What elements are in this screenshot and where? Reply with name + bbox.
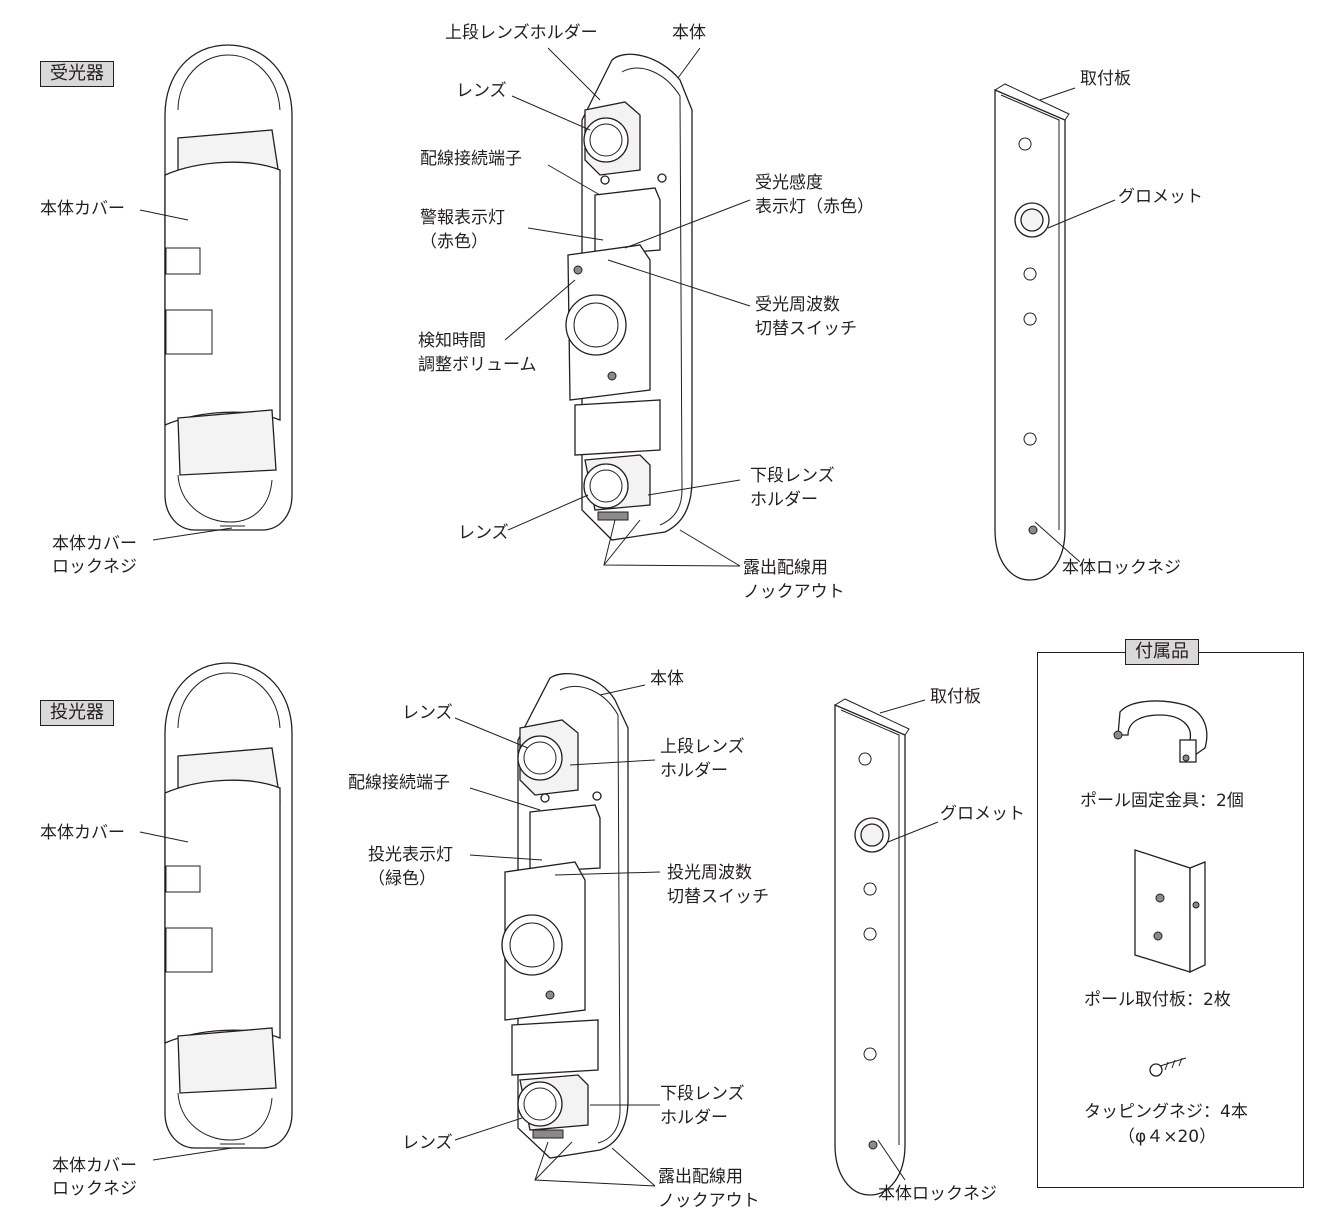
- transmitter-knockout-label-1: 露出配線用: [658, 1167, 743, 1187]
- receiver-detect-time-label-1: 検知時間: [418, 331, 486, 351]
- transmitter-upper-lens-holder-label-1: 上段レンズ: [660, 737, 745, 757]
- receiver-body-label: 本体: [672, 23, 706, 43]
- receiver-body-illustration: [565, 53, 693, 541]
- transmitter-freq-switch-label-2: 切替スイッチ: [667, 887, 769, 907]
- tapping-screw-illustration: [1149, 1057, 1187, 1077]
- receiver-freq-switch-label-2: 切替スイッチ: [755, 319, 857, 339]
- transmitter-upper-lens-holder-label-2: ホルダー: [660, 761, 728, 781]
- receiver-lens-lower-label: レンズ: [458, 523, 509, 543]
- receiver-lower-lens-holder-label-1: 下段レンズ: [750, 466, 835, 486]
- transmitter-tag: 投光器: [40, 700, 114, 726]
- transmitter-body-label: 本体: [650, 669, 684, 689]
- receiver-upper-lens-holder-label: 上段レンズホルダー: [445, 23, 598, 43]
- receiver-lower-lens-holder-label-2: ホルダー: [750, 490, 818, 510]
- receiver-alarm-lamp-label-2: （赤色）: [420, 232, 488, 252]
- transmitter-lens-upper-label: レンズ: [402, 703, 453, 723]
- transmitter-lower-lens-holder-label-2: ホルダー: [660, 1108, 728, 1128]
- transmitter-mounting-plate-label: 取付板: [930, 687, 981, 707]
- receiver-mounting-plate-illustration: [994, 83, 1070, 581]
- receiver-alarm-lamp-label-1: 警報表示灯: [420, 208, 505, 228]
- pole-plate-label: ポール取付板：2枚: [1084, 990, 1231, 1010]
- receiver-wiring-terminal-label: 配線接続端子: [420, 149, 522, 169]
- transmitter-body-illustration: [501, 672, 629, 1159]
- receiver-cover-lock-label-2: ロックネジ: [52, 557, 137, 577]
- transmitter-emit-lamp-label-2: （緑色）: [368, 869, 436, 889]
- transmitter-lock-screw-label: 本体ロックネジ: [878, 1184, 997, 1204]
- receiver-lens-upper-label: レンズ: [456, 81, 507, 101]
- transmitter-knockout-label-2: ノックアウト: [658, 1191, 760, 1211]
- transmitter-emit-lamp-label-1: 投光表示灯: [368, 845, 453, 865]
- transmitter-cover-label: 本体カバー: [40, 823, 125, 843]
- transmitter-cover-illustration: [164, 662, 293, 1149]
- receiver-mounting-plate-label: 取付板: [1080, 69, 1131, 89]
- transmitter-wiring-terminal-label: 配線接続端子: [348, 773, 450, 793]
- transmitter-leader-lines: [139, 684, 939, 1187]
- tapping-screw-label-1: タッピングネジ：4本: [1084, 1102, 1248, 1122]
- transmitter-cover-lock-label-2: ロックネジ: [52, 1179, 137, 1199]
- receiver-freq-switch-label-1: 受光周波数: [755, 295, 840, 315]
- receiver-leader-lines: [139, 47, 1116, 567]
- receiver-tag: 受光器: [40, 61, 114, 87]
- receiver-cover-label: 本体カバー: [40, 199, 125, 219]
- receiver-cover-lock-label-1: 本体カバー: [52, 534, 137, 554]
- receiver-knockout-label-1: 露出配線用: [743, 558, 828, 578]
- receiver-knockout-label-2: ノックアウト: [743, 582, 845, 602]
- accessories-title: 付属品: [1125, 639, 1199, 665]
- transmitter-lens-lower-label: レンズ: [402, 1133, 453, 1153]
- receiver-sensitivity-lamp-label-2: 表示灯（赤色）: [755, 197, 874, 217]
- receiver-cover-illustration: [164, 44, 293, 531]
- transmitter-mounting-plate-illustration: [834, 698, 910, 1196]
- pole-bracket-illustration: [1113, 700, 1208, 763]
- pole-bracket-label: ポール固定金具：2個: [1080, 791, 1244, 811]
- tapping-screw-label-2: （φ４×20）: [1118, 1127, 1217, 1147]
- pole-plate-illustration: [1134, 849, 1206, 974]
- receiver-lock-screw-label: 本体ロックネジ: [1062, 558, 1181, 578]
- transmitter-freq-switch-label-1: 投光周波数: [667, 863, 752, 883]
- transmitter-grommet-label: グロメット: [940, 804, 1025, 824]
- receiver-sensitivity-lamp-label-1: 受光感度: [755, 173, 823, 193]
- transmitter-cover-lock-label-1: 本体カバー: [52, 1156, 137, 1176]
- receiver-detect-time-label-2: 調整ボリューム: [418, 355, 537, 375]
- transmitter-lower-lens-holder-label-1: 下段レンズ: [660, 1084, 745, 1104]
- receiver-grommet-label: グロメット: [1118, 187, 1203, 207]
